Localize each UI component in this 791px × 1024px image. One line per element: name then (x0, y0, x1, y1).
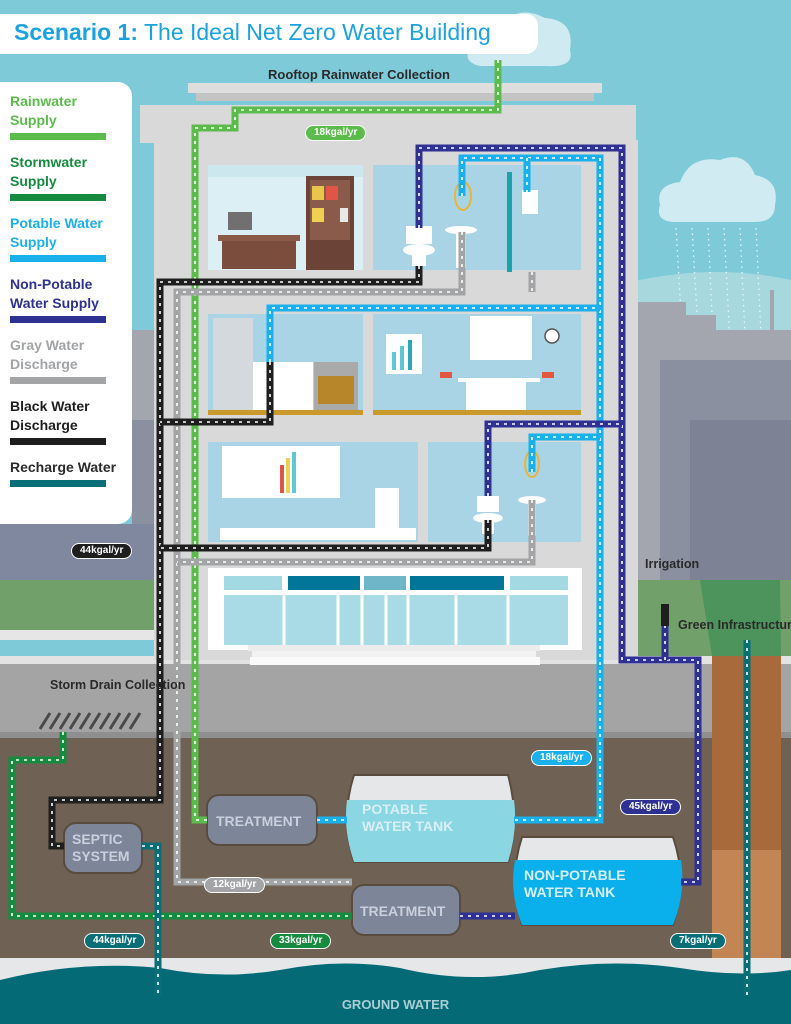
pipes (8, 60, 751, 995)
legend-swatch (10, 480, 106, 487)
potable-pipe-flow-arrows (461, 157, 601, 821)
city-skyline-right (638, 290, 791, 582)
legend-label: Potable Water Supply (10, 215, 103, 250)
non-potable-tank-label: NON-POTABLE WATER TANK (524, 867, 626, 900)
legend-item-potable: Potable Water Supply (10, 214, 125, 262)
rooftop-label: Rooftop Rainwater Collection (268, 67, 450, 82)
grass-left (0, 580, 154, 630)
meeting-furniture (386, 316, 560, 410)
stormwater-pipe-flow-arrows (11, 732, 352, 917)
non-potable-pipe-2-flow-arrows (487, 423, 622, 496)
legend-swatch (10, 194, 106, 201)
black-water-pipe-2 (160, 362, 274, 426)
legend-swatch (10, 438, 106, 445)
legend-item-recharge: Recharge Water (10, 458, 125, 487)
legend-label: Black Water Discharge (10, 398, 90, 433)
irrigation-label: Irrigation (645, 557, 700, 571)
title-text: The Ideal Net Zero Water Building (138, 19, 491, 45)
gray-water-pipe-3-flow-arrows (177, 500, 533, 563)
rainwater-pipe-flow-arrows (194, 60, 499, 821)
legend-label: Recharge Water (10, 459, 117, 475)
septic-system-label: SEPTIC SYSTEM (72, 831, 130, 864)
ground-water (0, 963, 791, 1024)
recharge-pipe-flow-arrows (142, 845, 159, 995)
legend-swatch (10, 377, 106, 384)
rain-cloud-icon (658, 157, 776, 222)
potable-water-tank (345, 774, 516, 863)
road (0, 664, 791, 732)
flow-badge-black-water: 44kgal/yr (71, 543, 133, 559)
non-potable-pipe-flow-arrows (418, 147, 699, 883)
black-water-pipe-3-flow-arrows (160, 520, 489, 549)
legend: Rainwater Supply Stormwater Supply Potab… (0, 82, 132, 524)
legend-item-non-potable: Non-Potable Water Supply (10, 275, 125, 323)
legend-item-rainwater: Rainwater Supply (10, 92, 125, 140)
title-scenario: Scenario 1: (14, 19, 138, 45)
legend-swatch (10, 255, 106, 262)
sprinkler-icon (661, 604, 669, 626)
page-title: Scenario 1: The Ideal Net Zero Water Bui… (14, 19, 491, 46)
legend-label: Non-Potable Water Supply (10, 276, 99, 311)
legend-swatch (10, 133, 106, 140)
bathroom-room-1 (373, 165, 581, 270)
treatment-label-1: TREATMENT (216, 813, 302, 829)
office-furniture (218, 176, 354, 270)
flow-badge-gray-water: 12kgal/yr (204, 877, 266, 893)
treatment-box-2 (351, 884, 461, 936)
non-potable-water-tank (513, 836, 683, 926)
legend-label: Stormwater Supply (10, 154, 88, 189)
legend-swatch (10, 316, 106, 323)
presentation-fixtures (220, 446, 416, 540)
flow-badge-recharge-septic: 44kgal/yr (84, 933, 146, 949)
storm-drain-label: Storm Drain Collection (50, 678, 186, 692)
flow-badge-stormwater: 33kgal/yr (270, 933, 332, 949)
title-banner (0, 14, 538, 54)
legend-label: Rainwater Supply (10, 93, 77, 128)
bathroom-room-2 (428, 442, 581, 542)
legend-label: Gray Water Discharge (10, 337, 85, 372)
storm-drain-grate (38, 712, 142, 730)
legend-item-gray-water: Gray Water Discharge (10, 336, 125, 384)
treatment-label-2: TREATMENT (360, 903, 446, 919)
flow-badge-rainwater: 18kgal/yr (305, 125, 367, 141)
potable-tank-label: POTABLE WATER TANK (362, 801, 454, 834)
legend-item-black-water: Black Water Discharge (10, 397, 125, 445)
black-water-pipe-flow-arrows (51, 266, 420, 847)
ground-water-label: GROUND WATER (341, 997, 450, 1012)
potable-pipe-4-flow-arrows (531, 436, 600, 472)
flow-badge-recharge-green: 7kgal/yr (670, 933, 726, 949)
kitchen-fixtures (213, 318, 358, 410)
green-infrastructure-label: Green Infrastructure (678, 618, 791, 632)
potable-pipe-3-flow-arrows (269, 307, 600, 362)
flow-badge-potable: 18kgal/yr (531, 750, 593, 766)
legend-item-stormwater: Stormwater Supply (10, 153, 125, 201)
flow-badge-non-potable: 45kgal/yr (620, 799, 682, 815)
